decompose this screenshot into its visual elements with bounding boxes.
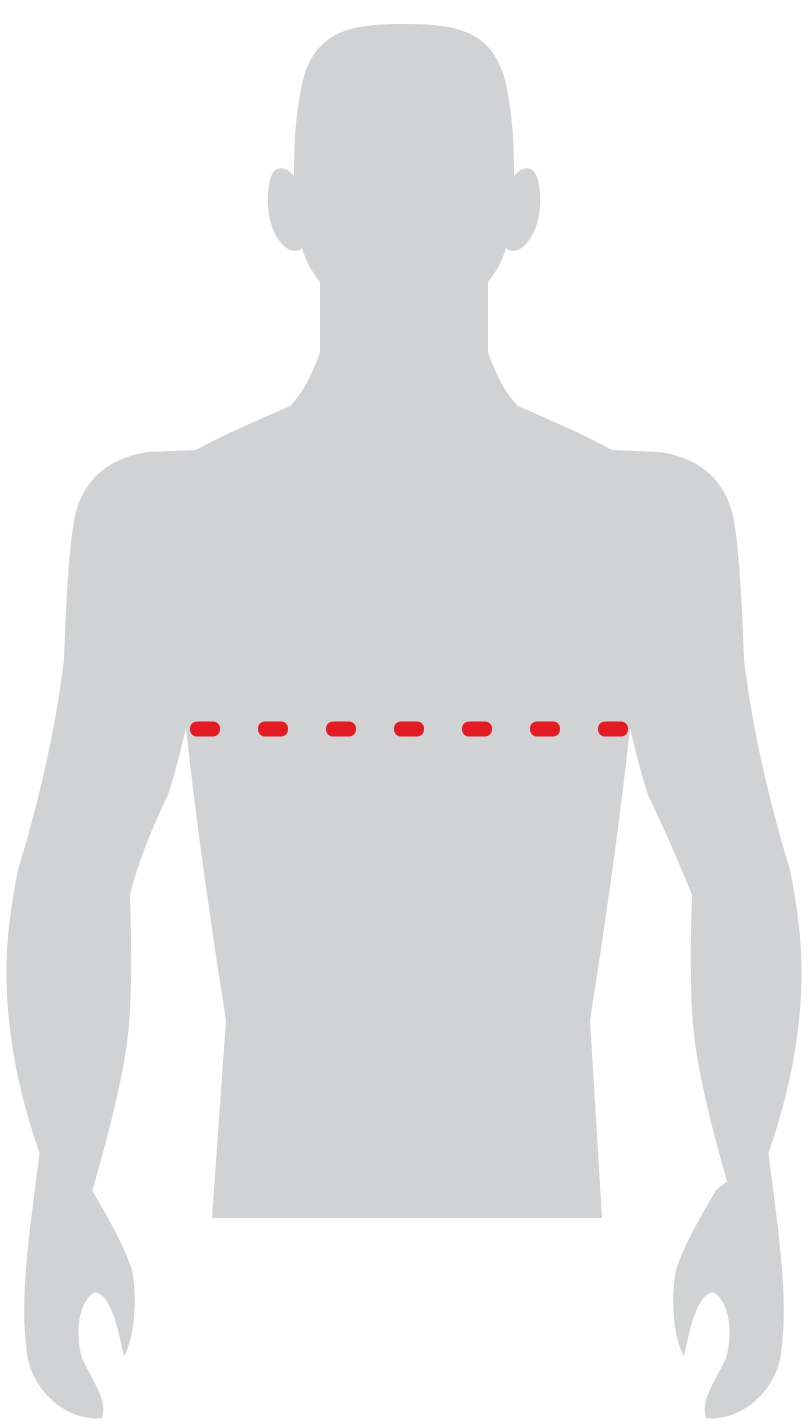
measure-dash [190,722,220,737]
measure-dash [598,722,628,737]
measure-dash [394,722,424,737]
measure-dash [462,722,492,737]
measure-dash [326,722,356,737]
left-hand [24,1150,135,1418]
body-silhouette [6,24,801,1218]
measure-dash [530,722,560,737]
right-hand [673,1150,784,1418]
measure-dash [258,722,288,737]
